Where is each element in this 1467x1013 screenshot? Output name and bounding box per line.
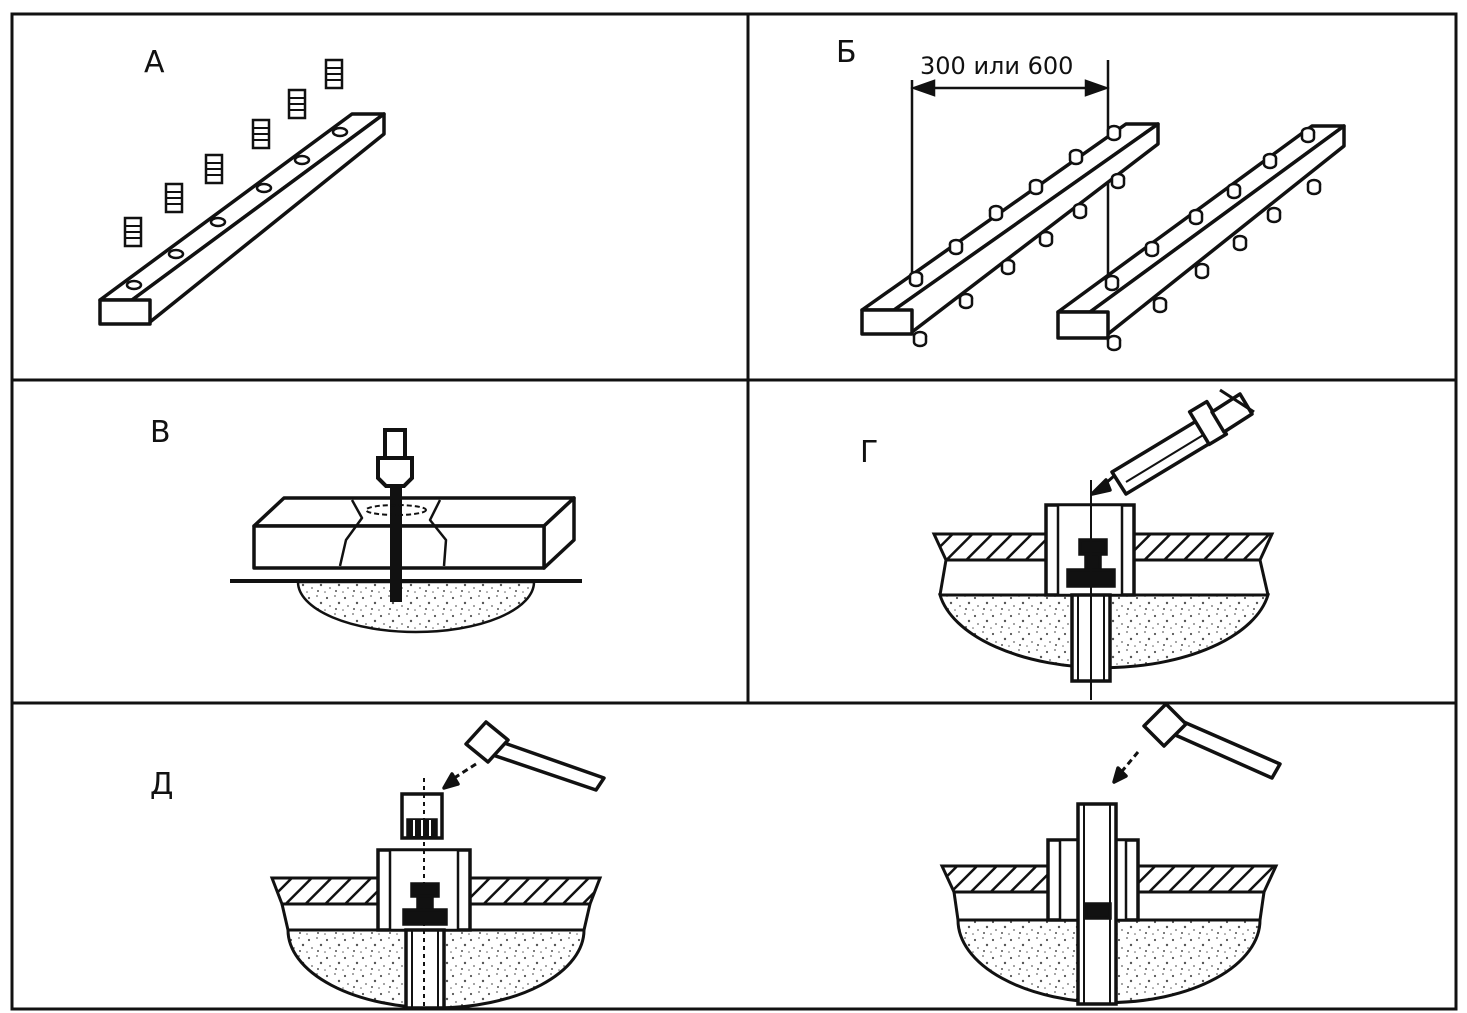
batten-section [252,496,576,570]
panel-v: В [150,415,582,634]
panel-g: Г [860,388,1275,700]
panel-a-label: А [144,45,165,80]
panel-b: Б 300 или 600 [836,35,1346,352]
hammer-icon-2 [1112,702,1282,784]
glue-syringe-icon [1090,388,1255,496]
assembly-step-2 [939,702,1282,1006]
batten-with-holes [98,112,386,326]
panel-b-label: Б [836,35,857,70]
assembly-step-1 [269,720,606,1010]
batten-left [860,122,1160,336]
drill-bit-icon [365,428,427,602]
dowel-plug-piece [400,792,444,840]
panel-g-label: Г [860,435,878,470]
spacing-dimension: 300 или 600 [920,52,1073,80]
panel-d-label: Д [150,767,173,802]
panel-a: А [98,45,386,326]
floor-soil-section [296,580,536,634]
panel-d: Д [150,702,1282,1010]
hammer-icon [442,720,606,792]
panel-v-label: В [150,415,171,450]
panel-frame [10,12,1458,1011]
